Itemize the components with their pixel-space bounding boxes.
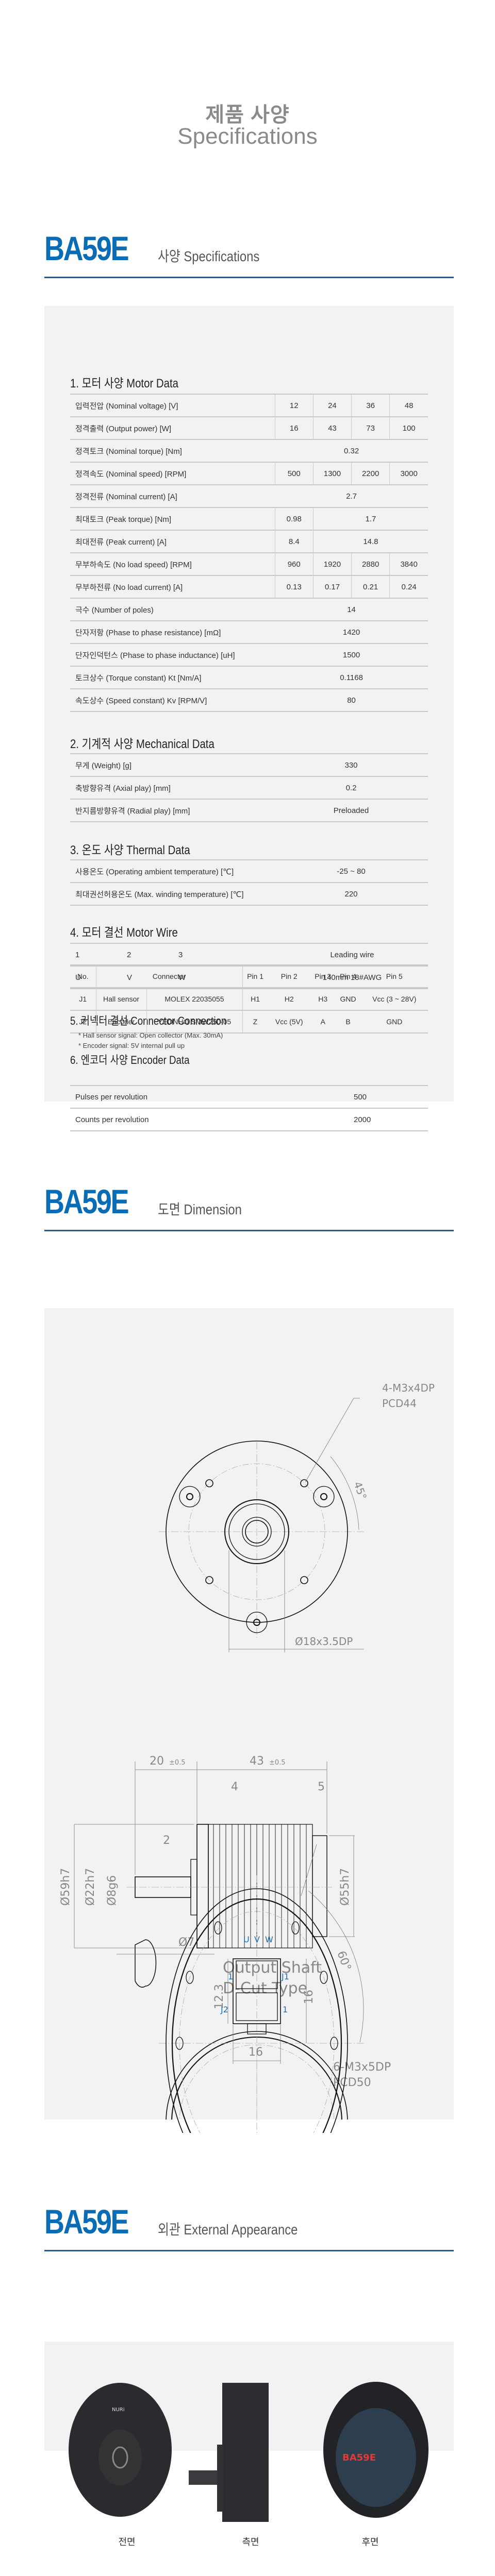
svg-text:Ø55h7: Ø55h7 <box>339 1868 352 1906</box>
caption-rear: 후면 <box>361 2537 379 2547</box>
divider <box>44 2250 454 2251</box>
svg-text:±0.5: ±0.5 <box>269 1759 286 1767</box>
page-title-ko: 제품 사양 <box>205 104 290 126</box>
svg-text:BA59E: BA59E <box>342 2452 376 2463</box>
section-heading-appearance: BA59E 외관 External Appearance <box>44 2190 454 2251</box>
svg-text:NURi: NURi <box>112 2407 125 2413</box>
svg-text:J2: J2 <box>220 2005 228 2014</box>
svg-text:1: 1 <box>283 2005 288 2014</box>
divider <box>44 1230 454 1231</box>
caption-front: 전면 <box>118 2537 136 2547</box>
rear-view-drawing: 16 16 12.3 60° J1 J2 1 1 U V W <box>159 1844 364 2133</box>
svg-text:Ø8g6: Ø8g6 <box>106 1875 119 1906</box>
svg-text:16: 16 <box>303 1990 316 2004</box>
encoder-data-heading: 6. 엔코더 사양 Encoder Data <box>70 1054 190 1066</box>
svg-text:20: 20 <box>150 1755 164 1768</box>
svg-text:5: 5 <box>318 1781 325 1793</box>
table-row: 단자저항 (Phase to phase resistance) [mΩ]142… <box>70 620 428 643</box>
table-row: 극수 (Number of poles)14 <box>70 598 428 621</box>
rear-photo: BA59E <box>322 2380 430 2519</box>
connector-notes: * Hall sensor signal: Open collector (Ma… <box>78 1031 223 1049</box>
svg-text:PCD50: PCD50 <box>333 2076 371 2089</box>
shaft-section <box>117 1939 214 1988</box>
side-photo <box>189 2383 271 2522</box>
front-photo: NURi <box>68 2380 173 2519</box>
motor-wire-heading: 4. 모터 결선 Motor Wire <box>70 926 178 940</box>
svg-text:Ø18x3.5DP: Ø18x3.5DP <box>295 1635 353 1648</box>
section-heading-dimension: BA59E 도면 Dimension <box>44 1170 454 1231</box>
svg-text:U: U <box>243 1935 250 1944</box>
svg-text:Output Shaft: Output Shaft <box>223 1959 322 1977</box>
svg-text:6-M3x5DP: 6-M3x5DP <box>333 2061 391 2074</box>
page-title-en: Specifications <box>177 124 318 149</box>
divider <box>44 277 454 278</box>
front-view <box>159 1398 364 1652</box>
svg-text:4: 4 <box>231 1781 238 1793</box>
appearance-panel: NURi BA59E 전면 측면 후면 <box>44 2342 454 2547</box>
svg-text:43: 43 <box>250 1755 264 1768</box>
svg-text:16: 16 <box>249 2046 263 2059</box>
dimension-drawing: 4-M3x4DP PCD44 45° Ø18x3.5DP <box>44 1308 454 2120</box>
table-row: 단자인덕턴스 (Phase to phase inductance) [uH]1… <box>70 643 428 666</box>
svg-text:PCD44: PCD44 <box>382 1397 417 1410</box>
table-row: J1 Hall sensor MOLEX 22035055 H1 H2 H3 G… <box>70 987 428 1010</box>
svg-text:2: 2 <box>163 1834 170 1847</box>
table-row: No. Connector Pin 1 Pin 2 Pin 3 Pin 4 Pi… <box>70 964 428 988</box>
table-row: 축방향유격 (Axial play) [mm]0.2 <box>70 776 428 799</box>
table-row: 반지름방향유격 (Radial play) [mm]Preloaded <box>70 799 428 822</box>
svg-text:1: 1 <box>228 1972 233 1981</box>
table-row: 최대권선허용온도 (Max. winding temperature) [℃]2… <box>70 882 428 906</box>
mechanical-data-heading: 2. 기계적 사양 Mechanical Data <box>70 737 214 751</box>
table-row: 토크상수 (Torque constant) Kt [Nm/A]0.1168 <box>70 666 428 689</box>
table-row: 사용온도 (Operating ambient temperature) [℃]… <box>70 859 428 883</box>
section-heading-specs: BA59E 사양 Specifications <box>44 216 454 278</box>
section-subtitle: 사양 Specifications <box>158 248 260 264</box>
table-row: 정격전류 (Nominal current) [A]2.7 <box>70 484 428 507</box>
mechanical-data-table: 무게 (Weight) [g]330 축방향유격 (Axial play) [m… <box>70 753 428 822</box>
svg-text:4-M3x4DP: 4-M3x4DP <box>382 1382 435 1394</box>
caption-side: 측면 <box>242 2537 259 2547</box>
table-row: 정격토크 (Nominal torque) [Nm]0.32 <box>70 439 428 462</box>
svg-text:45°: 45° <box>351 1480 369 1502</box>
table-row: 속도상수 (Speed constant) Kv [RPM/V]80 <box>70 688 428 712</box>
section-heading-applications: BA59E 적용분야 Applications <box>44 2561 454 2576</box>
svg-text:Ø7: Ø7 <box>178 1936 194 1949</box>
svg-text:±0.5: ±0.5 <box>169 1759 186 1767</box>
thermal-data-table: 사용온도 (Operating ambient temperature) [℃]… <box>70 859 428 906</box>
table-row: 무게 (Weight) [g]330 <box>70 753 428 776</box>
svg-text:J1: J1 <box>281 1972 289 1981</box>
svg-text:12.3: 12.3 <box>213 1984 226 2009</box>
model-name: BA59E <box>44 229 129 267</box>
svg-text:Ø59h7: Ø59h7 <box>59 1868 72 1906</box>
svg-text:V: V <box>254 1935 260 1944</box>
connector-table: No. Connector Pin 1 Pin 2 Pin 3 Pin 4 Pi… <box>70 964 428 1033</box>
thermal-data-heading: 3. 온도 사양 Thermal Data <box>70 843 190 857</box>
svg-text:60°: 60° <box>334 1950 353 1973</box>
table-row: J2 Encoder YEONHO SMW250-05 Z Vcc (5V) A… <box>70 1010 428 1033</box>
svg-text:W: W <box>265 1935 273 1944</box>
motor-data-heading: 1. 모터 사양 Motor Data <box>70 377 179 391</box>
svg-text:Ø22h7: Ø22h7 <box>84 1868 97 1906</box>
